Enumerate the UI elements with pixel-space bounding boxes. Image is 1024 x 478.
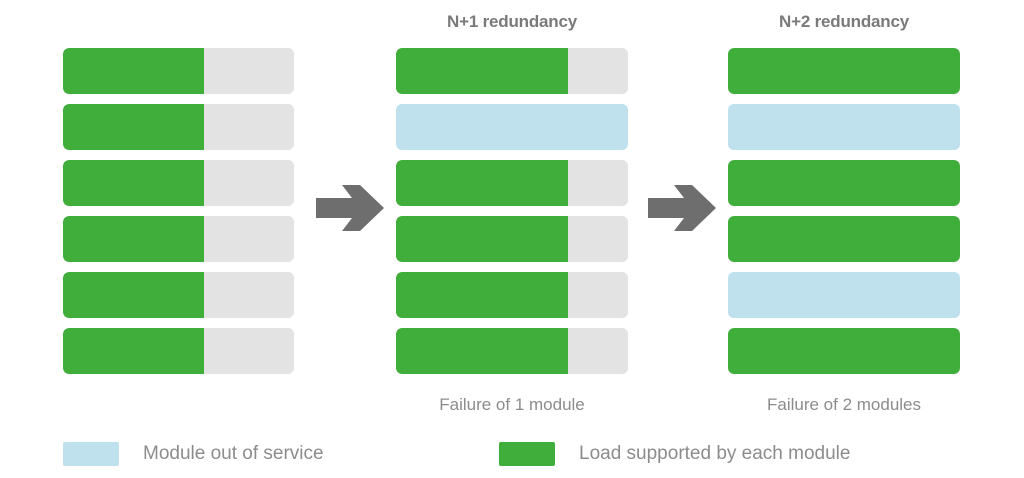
module-row (728, 328, 960, 374)
module-row (396, 48, 628, 94)
legend-swatch-load-supported (499, 442, 555, 466)
module-row (63, 216, 294, 262)
module-stack-n-plus-2 (728, 48, 960, 374)
arrow-right-icon (648, 184, 716, 232)
module-row (396, 272, 628, 318)
module-load-fill (63, 328, 204, 374)
module-row (728, 48, 960, 94)
module-row (63, 328, 294, 374)
module-row (63, 160, 294, 206)
legend-label-load-supported: Load supported by each module (579, 443, 851, 464)
module-stack-n-plus-1 (396, 48, 628, 374)
legend-label-out-of-service: Module out of service (143, 443, 324, 464)
column-caption-n-plus-1: Failure of 1 module (439, 395, 585, 414)
column-title-n-plus-2: N+2 redundancy (779, 12, 909, 31)
module-load-fill (63, 216, 204, 262)
module-load-fill (728, 216, 960, 262)
module-row (63, 48, 294, 94)
module-row-out-of-service (728, 104, 960, 150)
column-caption-n-plus-2: Failure of 2 modules (766, 395, 922, 414)
module-row (728, 160, 960, 206)
module-row-out-of-service (728, 272, 960, 318)
module-load-fill (728, 160, 960, 206)
module-row (396, 160, 628, 206)
module-stack-baseline (63, 48, 294, 374)
module-load-fill (396, 48, 568, 94)
module-row (63, 272, 294, 318)
legend-swatch-out-of-service (63, 442, 119, 466)
module-load-fill (63, 48, 204, 94)
arrow-right-icon (316, 184, 384, 232)
module-row (728, 216, 960, 262)
module-load-fill (63, 104, 204, 150)
legend-item-out-of-service: Module out of service (63, 442, 324, 466)
module-load-fill (63, 272, 204, 318)
module-row (396, 328, 628, 374)
module-load-fill (396, 160, 568, 206)
module-row (63, 104, 294, 150)
module-row (396, 216, 628, 262)
module-load-fill (396, 216, 568, 262)
column-title-n-plus-1: N+1 redundancy (447, 12, 577, 31)
module-row-out-of-service (396, 104, 628, 150)
module-load-fill (728, 328, 960, 374)
module-load-fill (728, 48, 960, 94)
module-load-fill (63, 160, 204, 206)
module-load-fill (396, 272, 568, 318)
legend-item-load-supported: Load supported by each module (499, 442, 850, 466)
module-load-fill (396, 328, 568, 374)
